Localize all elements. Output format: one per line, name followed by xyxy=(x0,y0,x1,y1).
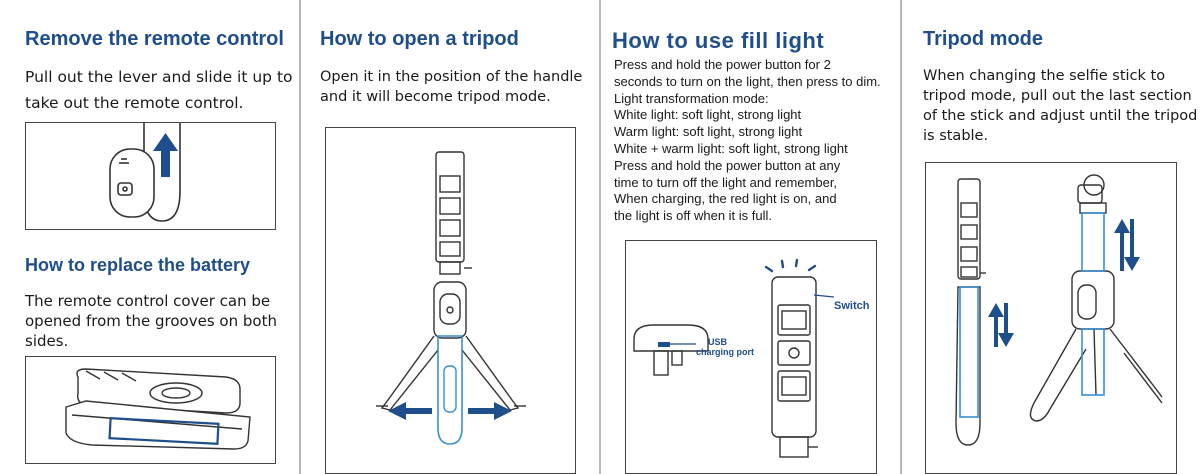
fill-light-line: Press and hold the power button for 2 xyxy=(614,57,831,72)
tripod-mode-illustration xyxy=(925,162,1177,474)
open-tripod-illustration xyxy=(325,127,576,474)
tripod-mode-text-line1: When changing the selfie stick to xyxy=(923,68,1166,84)
fill-light-line: White + warm light: soft light, strong l… xyxy=(614,140,848,156)
column-fill-light: How to use fill light Press and hold the… xyxy=(601,0,900,474)
remove-remote-illustration xyxy=(25,122,276,230)
open-tripod-text-line1: Open it in the position of the handle xyxy=(320,69,583,85)
tripod-mode-heading: Tripod mode xyxy=(923,28,1043,50)
fill-light-line: White light: soft light, strong light xyxy=(614,107,802,123)
fill-light-line: the light is off when it is full. xyxy=(614,208,773,224)
open-tripod-heading: How to open a tripod xyxy=(320,28,519,50)
remove-remote-heading: Remove the remote control xyxy=(25,28,284,50)
column-divider xyxy=(900,0,902,474)
column-divider xyxy=(599,0,601,474)
fill-light-line: Press and hold the power button at any xyxy=(614,157,841,173)
switch-label: Switch xyxy=(834,300,870,312)
replace-battery-illustration xyxy=(25,356,276,464)
usb-label: USB xyxy=(708,337,728,347)
fill-light-illustration: Switch USB charging port xyxy=(625,240,877,474)
tripod-mode-text-line4: is stable. xyxy=(923,128,989,144)
fill-light-line: Light transformation mode: xyxy=(614,90,769,106)
column-open-tripod: How to open a tripod Open it in the posi… xyxy=(301,0,599,474)
fill-light-line: time to turn off the light and remember, xyxy=(614,174,838,190)
remove-remote-text-line2: take out the remote control. xyxy=(25,94,244,112)
fill-light-line: seconds to turn on the light, then press… xyxy=(614,73,881,89)
replace-battery-text-line2: opened from the grooves on both xyxy=(25,312,277,330)
fill-light-line: Warm light: soft light, strong light xyxy=(614,124,803,140)
fill-light-instructions: Press and hold the power button for 2 se… xyxy=(614,57,881,225)
replace-battery-heading: How to replace the battery xyxy=(25,255,251,275)
usb-charging-port-label: charging port xyxy=(696,347,754,357)
fill-light-line: When charging, the red light is on, and xyxy=(614,191,837,207)
column-divider xyxy=(299,0,301,474)
tripod-mode-text-line3: of the stick and adjust until the tripod xyxy=(923,108,1198,124)
remove-remote-text-line1: Pull out the lever and slide it up to xyxy=(25,68,293,86)
tripod-mode-text-line2: tripod mode, pull out the last section xyxy=(923,88,1192,104)
fill-light-heading: How to use fill light xyxy=(612,28,825,53)
replace-battery-text-line3: sides. xyxy=(25,332,69,350)
column-tripod-mode: Tripod mode When changing the selfie sti… xyxy=(902,0,1200,474)
replace-battery-text-line1: The remote control cover can be xyxy=(25,292,271,310)
column-remove-remote: Remove the remote control Pull out the l… xyxy=(0,0,299,474)
open-tripod-text-line2: and it will become tripod mode. xyxy=(320,89,551,105)
